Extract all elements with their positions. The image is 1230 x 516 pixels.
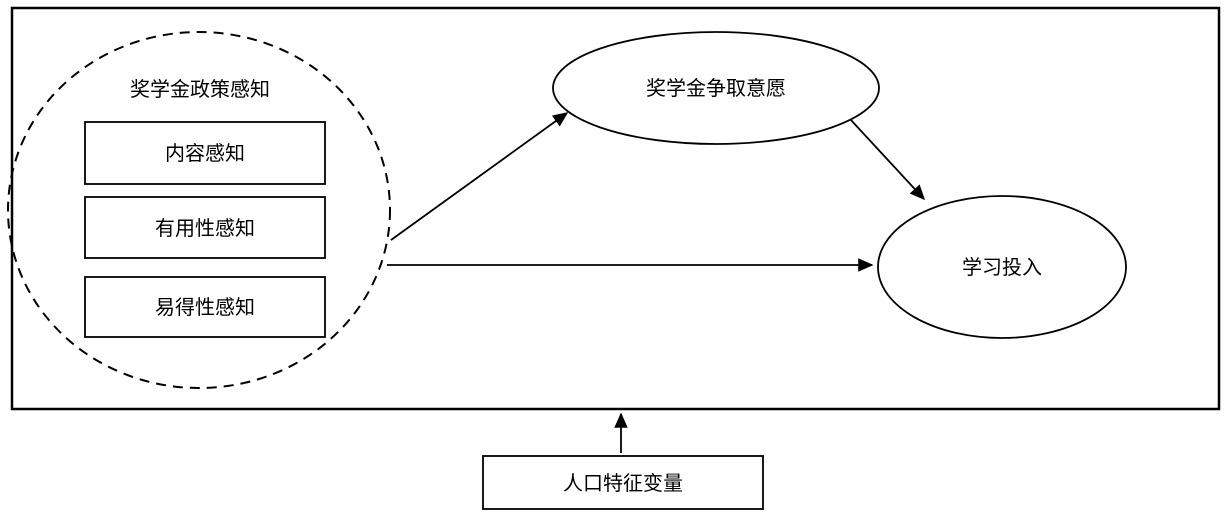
arrow-willingness-to-engagement xyxy=(849,118,926,201)
engagement-label: 学习投入 xyxy=(962,256,1042,279)
perception-group-dashed-circle xyxy=(7,31,391,389)
perception-item-box-3 xyxy=(84,276,326,338)
willingness-label: 奖学金争取意愿 xyxy=(646,77,786,100)
demographics-label: 人口特征变量 xyxy=(563,472,683,495)
perception-item-label-1: 内容感知 xyxy=(165,142,245,165)
perception-group-title: 奖学金政策感知 xyxy=(130,78,270,101)
perception-item-box-1 xyxy=(84,121,326,185)
perception-item-label-2: 有用性感知 xyxy=(155,217,255,240)
willingness-ellipse xyxy=(552,31,880,145)
outer-boundary-box xyxy=(10,6,1221,411)
demographics-box xyxy=(482,455,764,510)
arrow-perception-to-willingness xyxy=(390,112,569,241)
engagement-ellipse xyxy=(877,195,1127,339)
perception-item-box-2 xyxy=(84,196,326,259)
perception-item-label-3: 易得性感知 xyxy=(155,296,255,319)
